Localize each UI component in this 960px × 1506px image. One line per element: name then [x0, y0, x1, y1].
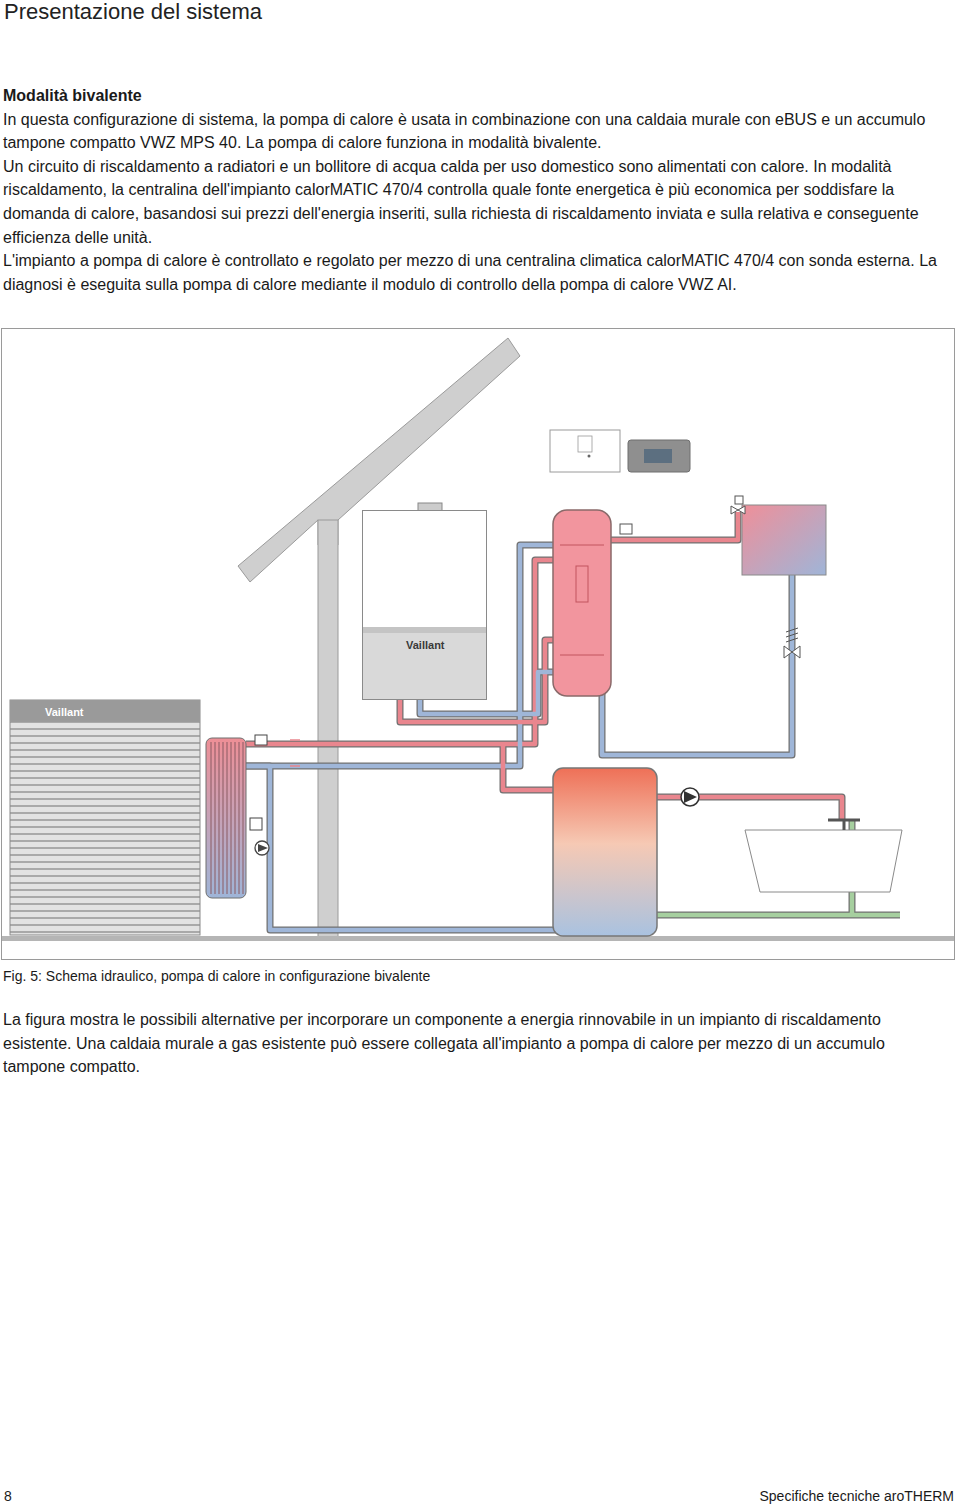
- flow-arrow: [290, 740, 300, 766]
- calormatic-display: [644, 449, 672, 463]
- heat-pump-sensor: [255, 735, 267, 745]
- figure-caption: Fig. 5: Schema idraulico, pompa di calor…: [3, 966, 938, 986]
- pump-arrow: [684, 791, 697, 803]
- paragraph: La figura mostra le possibili alternativ…: [3, 1008, 938, 1079]
- page-number: 8: [4, 1487, 12, 1505]
- thermostatic-head: [735, 496, 743, 504]
- text-column: La figura mostra le possibili alternativ…: [3, 1008, 938, 1079]
- electric-heater-symbol: [250, 818, 262, 830]
- dhw-cylinder: [553, 768, 657, 936]
- buffer-baffle: [560, 655, 604, 656]
- boiler-panel-edge: [363, 627, 486, 633]
- ground: [2, 936, 954, 941]
- heat-pump-body: [10, 700, 200, 935]
- cylinder-pump: [681, 788, 699, 806]
- controller-display: [578, 436, 592, 452]
- controller: [550, 430, 620, 472]
- heat-exchanger: [206, 738, 246, 898]
- section-heading: Modalità bivalente: [3, 84, 938, 108]
- calormatic-controller: [628, 440, 690, 472]
- radiator-valve: [731, 506, 745, 514]
- paragraph: L'impianto a pompa di calore è controlla…: [3, 249, 938, 296]
- brand-logo: Vaillant: [45, 706, 84, 718]
- heat-pump-unit: Vaillant: [10, 700, 200, 935]
- bypass-valve: [784, 646, 800, 658]
- buffer-tank: [553, 510, 611, 696]
- page-title: Presentazione del sistema: [4, 0, 262, 26]
- radiator: [742, 505, 826, 575]
- figure-frame: [2, 329, 955, 960]
- wall-boiler: Vaillant: [362, 510, 487, 700]
- buffer-baffle: [560, 545, 604, 546]
- circulator-arrow: [258, 844, 268, 852]
- paragraph: Un circuito di riscaldamento a radiatori…: [3, 155, 938, 249]
- tap: [828, 820, 860, 830]
- footer-title: Specifiche tecniche aroTHERM: [759, 1487, 954, 1505]
- valve-spring: [786, 628, 798, 642]
- coil-lines: [211, 742, 243, 894]
- temperature-sensor: [620, 524, 632, 534]
- bathtub: [745, 830, 902, 892]
- text-column: Modalità bivalenteIn questa configurazio…: [3, 84, 938, 296]
- controller-led: [588, 455, 591, 458]
- heat-pump-circulator: [255, 841, 269, 855]
- buffer-insert: [576, 566, 588, 602]
- heat-pump-band: [10, 700, 200, 722]
- brand-logo: Vaillant: [406, 639, 445, 651]
- paragraph: In questa configurazione di sistema, la …: [3, 108, 938, 155]
- house-wall: [318, 520, 338, 940]
